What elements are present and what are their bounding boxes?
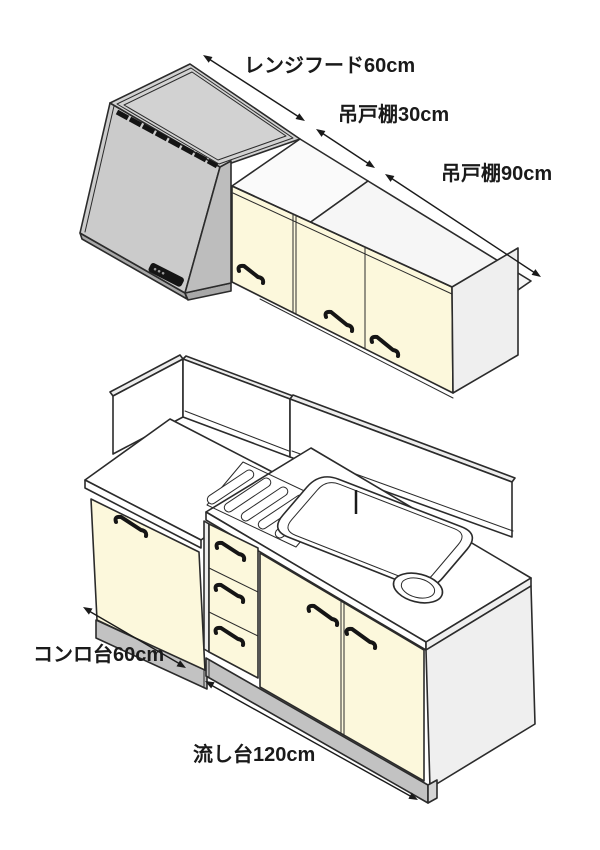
kickboard	[95, 619, 438, 804]
hood-vent-slots	[115, 109, 219, 169]
wall-cabinet-unit	[231, 138, 532, 399]
door-handle	[344, 626, 378, 650]
backsplash	[109, 354, 516, 538]
sink-drain	[392, 572, 444, 604]
wall-cabinet-right-side	[451, 247, 519, 394]
dimension-label-cabinet-90: 吊戸棚90cm	[441, 161, 552, 185]
kickboard-corner	[427, 779, 438, 804]
dimension-label-sink-unit: 流し台120cm	[193, 742, 315, 766]
dimension-arrow-stove-stand	[83, 607, 186, 668]
drawer-divider	[208, 567, 259, 593]
dimension-label-cabinet-30: 吊戸棚30cm	[338, 102, 449, 126]
sink-basin	[276, 476, 474, 604]
hood-top-ridge	[123, 71, 287, 161]
sink-unit	[203, 447, 536, 789]
sink-unit-right-side	[425, 585, 536, 789]
drawer-handle	[213, 582, 246, 604]
backsplash-trim	[184, 410, 290, 452]
dimension-label-stove-stand: コンロ台60cm	[33, 642, 164, 666]
dimension-arrow-sink-unit	[205, 681, 418, 800]
dimension-arrow-range-hood	[203, 55, 305, 121]
stove-counter-edge	[84, 479, 202, 549]
hood-right-side	[184, 160, 232, 294]
door-handle	[323, 309, 355, 333]
hood-top-ridge	[116, 67, 294, 165]
cabinet-bottom-rim	[259, 298, 454, 399]
drawer-handle	[213, 625, 246, 647]
drawer-handle	[214, 540, 247, 562]
range-hood	[79, 63, 301, 301]
sink-backsplash	[289, 398, 513, 538]
drawer-stack	[208, 523, 259, 679]
door-handle	[113, 514, 149, 538]
door-handle	[369, 334, 401, 358]
sink-doors	[259, 552, 425, 782]
drawer-divider	[208, 611, 259, 637]
door-handle	[236, 263, 266, 285]
cabinet-top-edge-line	[232, 192, 453, 295]
door-handle	[306, 603, 340, 627]
sink-door-panels	[259, 552, 425, 782]
dimension-arrow-cabinet-30	[316, 129, 375, 168]
dimension-arrow-cabinet-90	[385, 174, 541, 277]
stove-kickboard	[95, 619, 208, 690]
drawer-fronts	[208, 523, 259, 679]
dimension-label-range-hood: レンジフード60cm	[244, 55, 415, 77]
cabinet-top-edge	[231, 185, 453, 288]
hood-control-panel	[148, 263, 184, 287]
cabinet-bottom-edge	[231, 281, 454, 394]
hood-left-frame	[84, 105, 115, 233]
